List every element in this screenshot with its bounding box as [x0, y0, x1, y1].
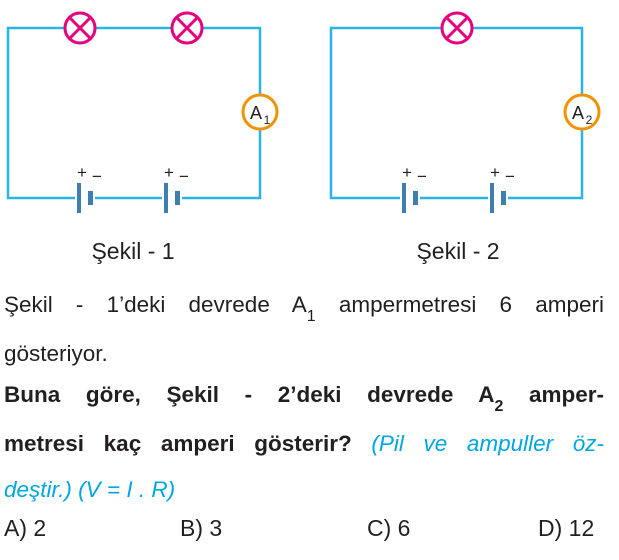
battery-plus-sign: +: [77, 163, 87, 182]
question-hint-line-3: deştir.) (V = I . R): [4, 477, 176, 502]
option-c[interactable]: C) 6: [367, 515, 411, 541]
ammeter-a1: A 1: [241, 93, 279, 131]
problem-statement: Şekil - 1’deki devrede A1 ampermetresi 6…: [4, 282, 604, 377]
bulb-icon: [440, 11, 474, 45]
circuit-1-wire: [6, 26, 262, 200]
circuit-2-wire: [329, 26, 584, 200]
question-hint: (Pil ve ampuller öz-: [351, 431, 604, 456]
battery-minus-sign: −: [505, 167, 515, 186]
statement-line-1: Şekil - 1’deki devrede A1 ampermetresi 6…: [4, 292, 604, 325]
battery-icon: + −: [488, 163, 515, 214]
battery-icon: + −: [400, 163, 427, 214]
battery-plus-sign: +: [490, 163, 500, 182]
bulb-icon: [63, 11, 97, 45]
question-line-2: metresi kaç amperi gösterir? (Pil ve amp…: [4, 431, 604, 456]
question-subscript: 2: [494, 398, 504, 415]
option-d[interactable]: D) 12: [538, 515, 595, 541]
ammeter-a1-subscript: 1: [264, 113, 271, 127]
figure-1-caption: Şekil - 1: [91, 238, 175, 264]
circuit-1: A 1 + − + −: [6, 11, 279, 214]
ammeter-a1-letter: A: [250, 103, 262, 123]
option-a[interactable]: A) 2: [4, 515, 47, 541]
battery-minus-sign: −: [92, 167, 102, 186]
answer-options: A) 2 B) 3 C) 6 D) 12: [4, 515, 608, 555]
option-b[interactable]: B) 3: [180, 515, 223, 541]
question-text: Buna göre, Şekil - 2’deki devrede A2 amp…: [4, 372, 604, 513]
battery-icon: + −: [162, 163, 189, 214]
statement-subscript: 1: [306, 308, 316, 325]
battery-plus-sign: +: [402, 163, 412, 182]
figure-2-caption: Şekil - 2: [416, 238, 500, 264]
circuit-diagrams: A 1 + − + − A 2: [6, 11, 601, 214]
battery-icon: + −: [75, 163, 102, 214]
statement-line-2: gösteriyor.: [4, 341, 108, 366]
bulb-icon: [170, 11, 204, 45]
ammeter-a2-subscript: 2: [586, 113, 593, 127]
circuit-2: A 2 + − + −: [329, 11, 601, 214]
battery-minus-sign: −: [417, 167, 427, 186]
battery-minus-sign: −: [179, 167, 189, 186]
ammeter-a2-letter: A: [572, 103, 584, 123]
ammeter-a2: A 2: [563, 93, 601, 131]
battery-plus-sign: +: [164, 163, 174, 182]
question-line-1: Buna göre, Şekil - 2’deki devrede A2 amp…: [4, 382, 604, 415]
